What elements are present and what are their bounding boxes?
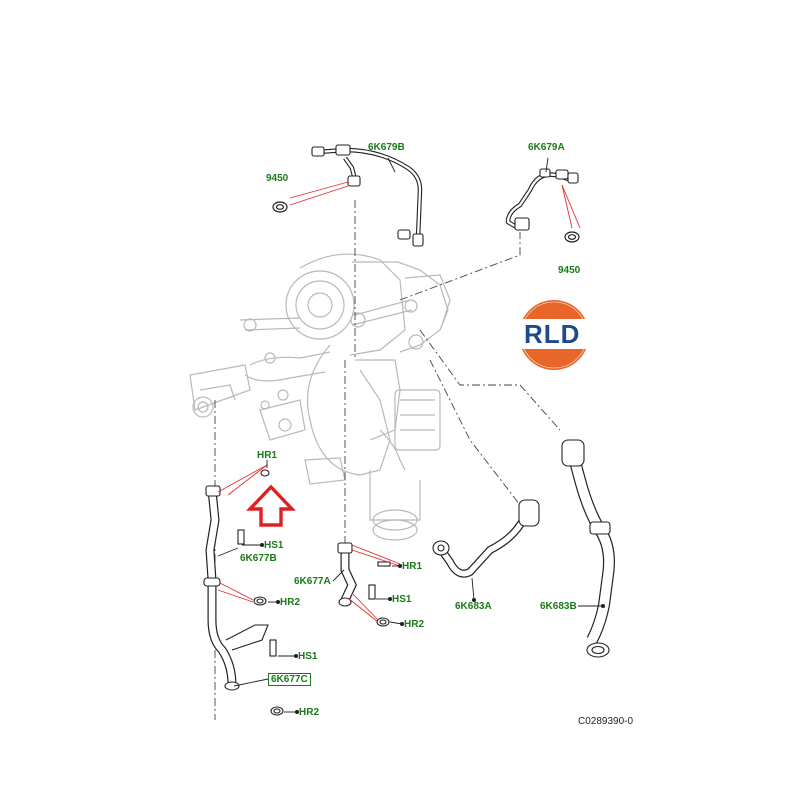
- part-label-9450-left[interactable]: 9450: [266, 173, 289, 184]
- hose-6k683a: [432, 499, 540, 578]
- part-label-6k677b[interactable]: 6K677B: [240, 553, 277, 564]
- part-label-hr1-top[interactable]: HR1: [257, 450, 278, 461]
- coolant-hose-6k677a: [337, 542, 391, 607]
- part-label-hr2-a[interactable]: HR2: [280, 597, 301, 608]
- part-label-6k677a[interactable]: 6K677A: [294, 576, 331, 587]
- part-label-hs1-b[interactable]: HS1: [298, 651, 318, 662]
- rld-logo-text: RLD: [524, 319, 581, 349]
- rld-logo-graphic: [514, 300, 594, 370]
- part-label-hr2-b[interactable]: HR2: [299, 707, 320, 718]
- part-label-hs1-c[interactable]: HS1: [392, 594, 412, 605]
- part-label-hr1-mid[interactable]: HR1: [402, 561, 423, 572]
- part-label-6k683b[interactable]: 6K683B: [540, 601, 577, 612]
- washers-9450: [272, 201, 580, 243]
- small-hardware: [253, 469, 390, 716]
- part-label-6k679b[interactable]: 6K679B: [368, 142, 405, 153]
- label-leaders: [217, 157, 606, 715]
- figure-reference-id: C0289390-0: [578, 716, 634, 727]
- red-leader-lines: [217, 181, 581, 623]
- coolant-hoses-left: [203, 485, 277, 691]
- part-label-hs1-a[interactable]: HS1: [264, 540, 284, 551]
- part-label-6k679a[interactable]: 6K679A: [528, 142, 565, 153]
- oil-feed-pipe-6k679a: [505, 168, 579, 231]
- part-label-6k683a[interactable]: 6K683A: [455, 601, 492, 612]
- red-callout-arrow: [246, 484, 296, 527]
- part-label-9450-right[interactable]: 9450: [558, 265, 581, 276]
- hose-6k683b: [561, 439, 615, 658]
- oil-feed-pipe-6k679b: [311, 144, 424, 247]
- part-label-6k677c[interactable]: 6K677C: [268, 673, 311, 686]
- part-label-hr2-c[interactable]: HR2: [404, 619, 425, 630]
- turbocharger-assembly: [189, 253, 451, 541]
